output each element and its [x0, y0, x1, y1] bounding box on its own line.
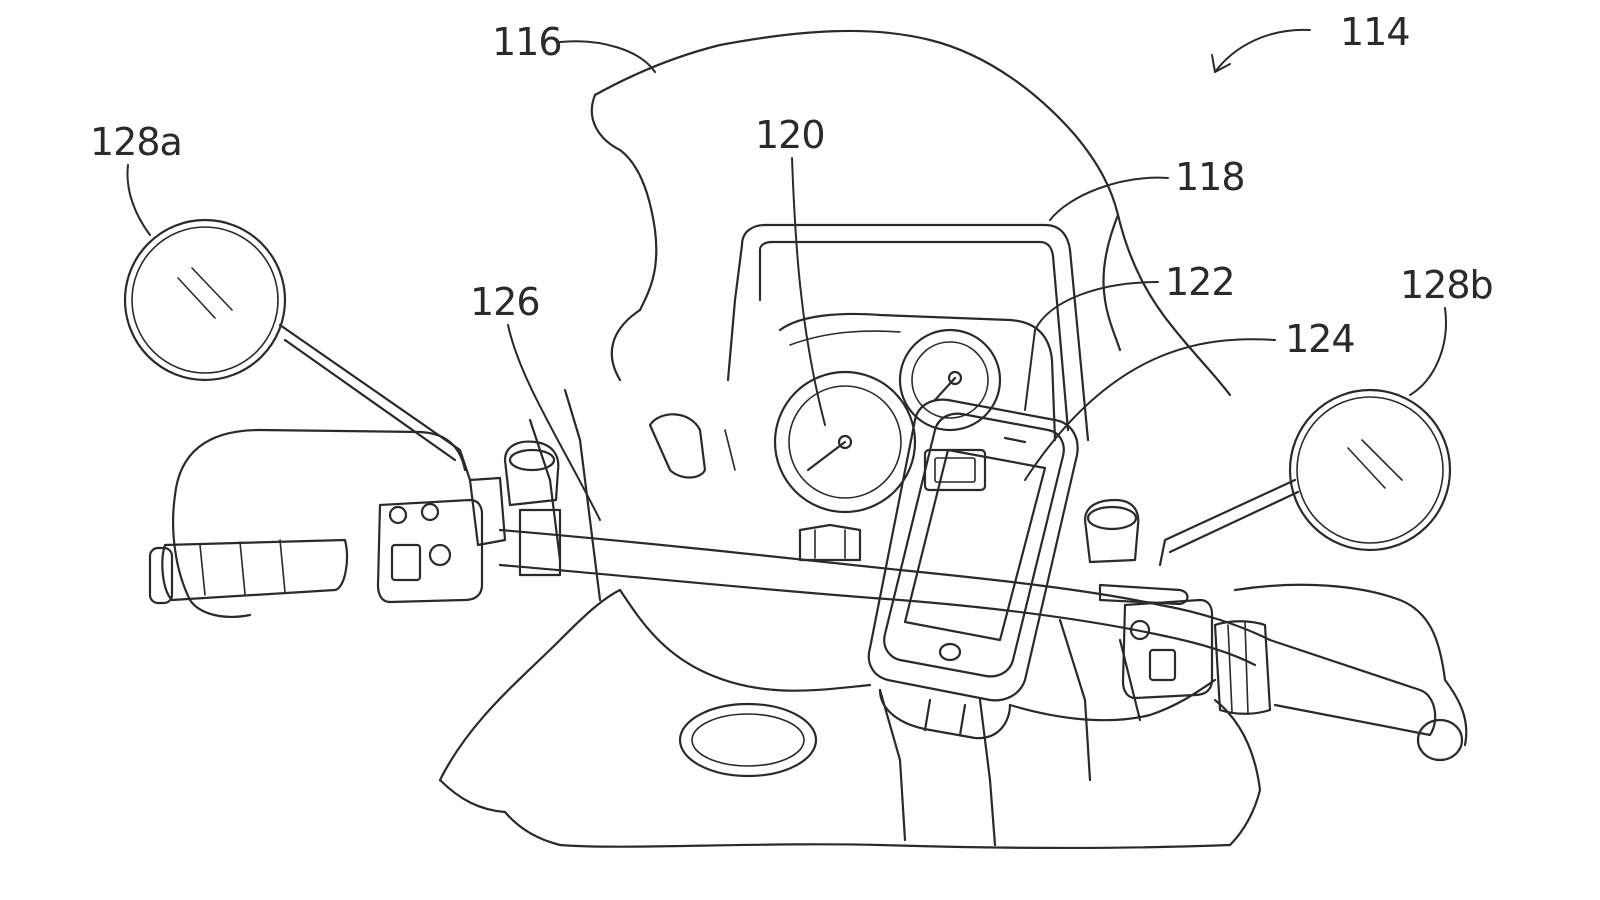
right-grip-assembly — [1083, 498, 1468, 762]
right-mirror — [1158, 388, 1452, 567]
instrument-cluster — [648, 223, 1090, 514]
label-114: 114 — [1340, 10, 1410, 54]
leader-lines — [126, 28, 1447, 521]
windshield — [590, 29, 1232, 397]
label-116: 116 — [492, 20, 562, 64]
label-120: 120 — [755, 113, 825, 157]
fuel-tank — [438, 388, 1262, 850]
label-122: 122 — [1165, 260, 1235, 304]
label-124: 124 — [1285, 317, 1355, 361]
left-grip-assembly — [148, 428, 562, 618]
left-mirror — [123, 218, 472, 482]
label-126: 126 — [470, 280, 540, 324]
label-118: 118 — [1175, 155, 1245, 199]
handlebar — [498, 523, 1272, 667]
label-128b: 128b — [1400, 263, 1493, 307]
label-128a: 128a — [90, 120, 182, 164]
reference-labels: 114 116 118 120 122 124 126 128a 128b — [90, 10, 1494, 361]
